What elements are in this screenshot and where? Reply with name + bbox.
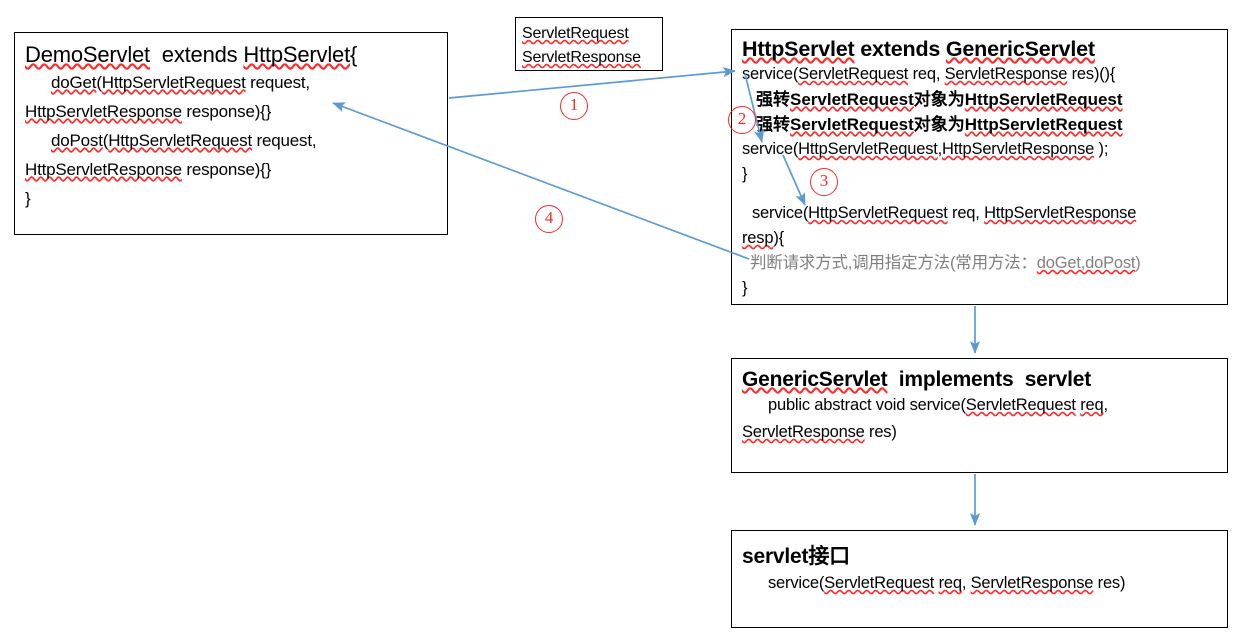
generic-servlet-line-service-cont: ServletResponse res) bbox=[742, 423, 897, 441]
demo-servlet-box: DemoServlet extends HttpServlet{ doGet(H… bbox=[14, 32, 448, 235]
annotation-step-4: 4 bbox=[535, 205, 563, 233]
generic-servlet-line-service-sig: public abstract void service(ServletRequ… bbox=[768, 396, 1108, 414]
annotation-step-1: 1 bbox=[560, 92, 588, 120]
servlet-param-line-response: ServletResponse bbox=[522, 49, 641, 66]
http-servlet-line-cast-1: 强转ServletRequest对象为HttpServletRequest bbox=[756, 90, 1123, 109]
servlet-param-line-request: ServletRequest bbox=[522, 25, 629, 42]
http-servlet-title: HttpServlet extends GenericServlet bbox=[742, 37, 1095, 61]
servlet-interface-line-service: service(ServletRequest req, ServletRespo… bbox=[768, 574, 1126, 592]
servlet-param-box: ServletRequest ServletResponse bbox=[515, 17, 663, 71]
http-servlet-line-service-sig: service(ServletRequest req, ServletRespo… bbox=[742, 65, 1116, 83]
generic-servlet-title: GenericServlet implements servlet bbox=[742, 368, 1092, 391]
annotation-step-2: 2 bbox=[728, 106, 756, 134]
servlet-interface-box: servlet接口 service(ServletRequest req, Se… bbox=[731, 530, 1228, 628]
http-servlet-line-close-2: } bbox=[742, 279, 748, 297]
http-servlet-line-http-service-cont: resp){ bbox=[742, 229, 784, 247]
annotation-step-3: 3 bbox=[810, 168, 838, 196]
demo-servlet-line-doget: doGet(HttpServletRequest request, bbox=[51, 73, 310, 92]
http-servlet-line-dispatch-note: 判断请求方式,调用指定方法(常用方法：doGet,doPost) bbox=[750, 254, 1141, 272]
arrow-demo-to-httpservlet bbox=[448, 67, 736, 99]
demo-servlet-line-doget-cont: HttpServletResponse response){} bbox=[25, 102, 272, 121]
http-servlet-line-http-service-sig: service(HttpServletRequest req, HttpServ… bbox=[752, 204, 1137, 222]
demo-servlet-line-dopost: doPost(HttpServletRequest request, bbox=[51, 131, 317, 150]
generic-servlet-box: GenericServlet implements servlet public… bbox=[731, 358, 1228, 473]
http-servlet-line-service-call: service(HttpServletRequest,HttpServletRe… bbox=[742, 140, 1109, 158]
demo-servlet-title: DemoServlet extends HttpServlet{ bbox=[25, 42, 358, 67]
http-servlet-line-cast-2: 强转ServletRequest对象为HttpServletRequest bbox=[756, 115, 1123, 134]
demo-servlet-line-dopost-cont: HttpServletResponse response){} bbox=[25, 160, 272, 179]
servlet-interface-title: servlet接口 bbox=[742, 545, 850, 568]
http-servlet-box: HttpServlet extends GenericServlet servi… bbox=[731, 29, 1228, 305]
demo-servlet-line-close: } bbox=[25, 189, 31, 208]
